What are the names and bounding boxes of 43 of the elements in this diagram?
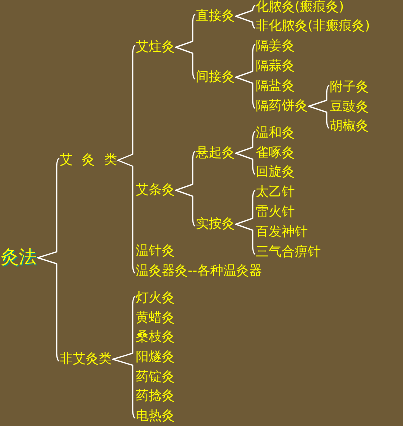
item-label: 电热灸: [136, 408, 175, 424]
item-label: 太乙针: [256, 184, 295, 200]
root-label: 灸法: [1, 248, 37, 268]
item-label: 桑枝灸: [136, 330, 175, 344]
category-label: 艾条灸: [136, 182, 175, 198]
category-label: 实按灸: [196, 216, 235, 232]
item-label: 药锭灸: [136, 370, 175, 384]
item-label: 附子灸: [330, 80, 369, 94]
item-label: 雷火针: [256, 204, 295, 220]
category-label: 直接灸: [196, 8, 235, 24]
brace: [37, 158, 60, 362]
item-label: 温针灸: [136, 244, 175, 258]
item-label: 三气合痹针: [256, 244, 321, 260]
item-label: 温灸器灸--各种温灸器: [136, 264, 262, 278]
category-label: 非艾灸类: [60, 352, 112, 366]
item-label: 豆豉灸: [330, 100, 369, 114]
category-label: 悬起灸: [196, 146, 235, 160]
brace: [175, 14, 196, 80]
item-label: 阳燧灸: [136, 350, 175, 364]
item-label: 药捻灸: [136, 388, 175, 404]
item-label: 隔蒜灸: [256, 58, 295, 74]
item-label: 灯火灸: [136, 290, 175, 306]
brace: [235, 5, 256, 29]
category-label: 艾 灸 类: [60, 152, 118, 168]
item-label: 百发神针: [256, 224, 308, 240]
brace: [112, 296, 136, 419]
category-label: 艾炷灸: [136, 40, 175, 54]
brace: [235, 190, 256, 255]
category-label: 间接灸: [196, 70, 235, 84]
category-label: 隔药饼灸: [256, 98, 308, 114]
item-label: 黄蜡灸: [136, 310, 175, 326]
brace: [308, 85, 330, 129]
item-label: 胡椒灸: [330, 118, 369, 134]
item-label: 隔姜灸: [256, 38, 295, 54]
brace: [235, 44, 256, 109]
item-label: 回旋灸: [256, 164, 295, 180]
item-label: 雀啄灸: [256, 146, 295, 160]
item-label: 温和灸: [256, 126, 295, 140]
brace: [117, 45, 136, 274]
item-label: 非化脓灸(非瘢痕灸): [256, 18, 370, 34]
item-label: 隔盐灸: [256, 78, 295, 94]
brace: [175, 151, 196, 227]
brace: [235, 131, 256, 175]
